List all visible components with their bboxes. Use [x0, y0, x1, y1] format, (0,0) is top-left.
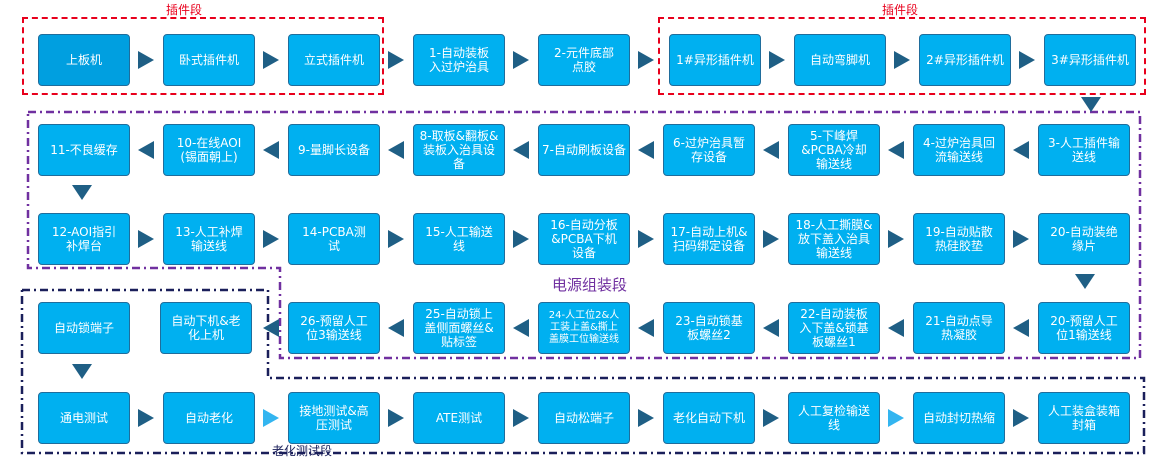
step-5-wave-cooling: 5-下峰焊 &PCBA冷却 输送线 — [788, 124, 880, 176]
step-odd-form-inserter-3: 3#异形插件机 — [1044, 34, 1136, 86]
step-1-auto-fixture: 1-自动装板 入过炉治具 — [413, 34, 505, 86]
arrow-left — [638, 319, 654, 337]
step-4-fixture-return: 4-过炉治具回 流输送线 — [913, 124, 1005, 176]
step-16-depaneling: 16-自动分板 &PCBA下机 设备 — [538, 213, 630, 265]
step-18-film-removal: 18-人工撕膜& 放下盖入治具 输送线 — [788, 213, 880, 265]
arrow-left — [388, 319, 404, 337]
arrow-right — [894, 51, 910, 69]
step-power-on-test: 通电测试 — [38, 392, 130, 444]
aging-section-border — [20, 288, 1146, 455]
arrow-right — [263, 51, 279, 69]
step-14-pcba-test: 14-PCBA测 试 — [288, 213, 380, 265]
arrow-left — [888, 319, 904, 337]
step-25-top-cover-screws: 25-自动锁上 盖侧面螺丝& 贴标签 — [413, 302, 505, 354]
arrow-right — [763, 230, 779, 248]
assembly-section-label: 电源组装段 — [552, 276, 628, 294]
step-8-flip-board: 8-取板&翻板& 装板入治具设 备 — [413, 124, 505, 176]
arrow-right — [388, 409, 404, 427]
step-vertical-inserter: 立式插件机 — [288, 34, 380, 86]
arrow-down — [1075, 274, 1095, 289]
step-horizontal-inserter: 卧式插件机 — [163, 34, 255, 86]
step-loader: 上板机 — [38, 34, 130, 86]
arrow-left — [1013, 141, 1029, 159]
arrow-left — [388, 141, 404, 159]
step-auto-lead-bender: 自动弯脚机 — [794, 34, 886, 86]
arrow-left — [888, 141, 904, 159]
step-20-reserved-1: 20-预留人工 位1输送线 — [1038, 302, 1130, 354]
step-auto-shrink-seal: 自动封切热缩 — [913, 392, 1005, 444]
aging-section-label: 老化测试段 — [272, 444, 333, 458]
arrow-right — [1013, 409, 1029, 427]
arrow-right — [1019, 51, 1035, 69]
arrow-right — [138, 51, 154, 69]
step-2-underfill-glue: 2-元件底部 点胶 — [538, 34, 630, 86]
step-24-manual-top-cover: 24-人工位2&人 工装上盖&撕上 盖膜工位输送线 — [538, 302, 630, 354]
arrow-down — [72, 364, 92, 379]
step-auto-terminal-lock: 自动锁端子 — [38, 302, 130, 354]
step-3-manual-insert-line: 3-人工插件输 送线 — [1038, 124, 1130, 176]
step-ground-hipot-test: 接地测试&高 压测试 — [288, 392, 380, 444]
step-22-board-screws-1: 22-自动装板 入下盖&锁基 板螺丝1 — [788, 302, 880, 354]
arrow-right — [513, 230, 529, 248]
step-12-aoi-repair-bench: 12-AOI指引 补焊台 — [38, 213, 130, 265]
arrow-left — [763, 141, 779, 159]
step-9-lead-length: 9-量脚长设备 — [288, 124, 380, 176]
step-11-defect-buffer: 11-不良缓存 — [38, 124, 130, 176]
step-23-board-screws-2: 23-自动锁基 板螺丝2 — [663, 302, 755, 354]
arrow-right — [138, 409, 154, 427]
step-20-insulator: 20-自动装绝 缘片 — [1038, 213, 1130, 265]
step-19-thermal-pad: 19-自动贴散 热硅胶垫 — [913, 213, 1005, 265]
arrow-left — [638, 141, 654, 159]
step-ate-test: ATE测试 — [413, 392, 505, 444]
arrow-right — [888, 409, 904, 427]
arrow-right — [388, 230, 404, 248]
step-odd-form-inserter-2: 2#异形插件机 — [919, 34, 1011, 86]
step-21-thermal-gel: 21-自动点导 热凝胶 — [913, 302, 1005, 354]
arrow-right — [638, 409, 654, 427]
step-aging-unload: 老化自动下机 — [663, 392, 755, 444]
arrow-right — [763, 409, 779, 427]
step-auto-aging: 自动老化 — [163, 392, 255, 444]
step-15-manual-conveyor: 15-人工输送 线 — [413, 213, 505, 265]
arrow-right — [638, 230, 654, 248]
step-13-manual-repair-line: 13-人工补焊 输送线 — [163, 213, 255, 265]
arrow-left — [513, 141, 529, 159]
step-10-inline-aoi: 10-在线AOI (锡面朝上) — [163, 124, 255, 176]
arrow-right — [513, 409, 529, 427]
step-7-board-brushing: 7-自动刷板设备 — [538, 124, 630, 176]
arrow-down — [1081, 97, 1101, 112]
arrow-left — [513, 319, 529, 337]
arrow-left — [1013, 319, 1029, 337]
arrow-right — [513, 51, 529, 69]
step-auto-terminal-release: 自动松端子 — [538, 392, 630, 444]
plugin-section-left-label: 插件段 — [166, 3, 203, 17]
arrow-left — [263, 141, 279, 159]
assembly-section-border — [26, 110, 1142, 360]
step-6-fixture-storage: 6-过炉治具暂 存设备 — [663, 124, 755, 176]
arrow-right — [263, 409, 279, 427]
arrow-right — [888, 230, 904, 248]
arrow-left — [763, 319, 779, 337]
arrow-right — [263, 230, 279, 248]
step-odd-form-inserter-1: 1#异形插件机 — [669, 34, 761, 86]
arrow-right — [388, 51, 404, 69]
step-unload-aging-load: 自动下机&老 化上机 — [160, 302, 252, 354]
plugin-section-right-label: 插件段 — [882, 3, 919, 17]
step-manual-recheck-line: 人工复检输送 线 — [788, 392, 880, 444]
step-manual-packing: 人工装盒装箱 封箱 — [1038, 392, 1130, 444]
arrow-left — [138, 141, 154, 159]
arrow-right — [138, 230, 154, 248]
arrow-right — [1013, 230, 1029, 248]
arrow-right — [638, 51, 654, 69]
arrow-right — [769, 51, 785, 69]
arrow-down — [72, 185, 92, 200]
step-17-scan-bind: 17-自动上机& 扫码绑定设备 — [663, 213, 755, 265]
step-26-reserved-3: 26-预留人工 位3输送线 — [288, 302, 380, 354]
arrow-left — [263, 319, 279, 337]
